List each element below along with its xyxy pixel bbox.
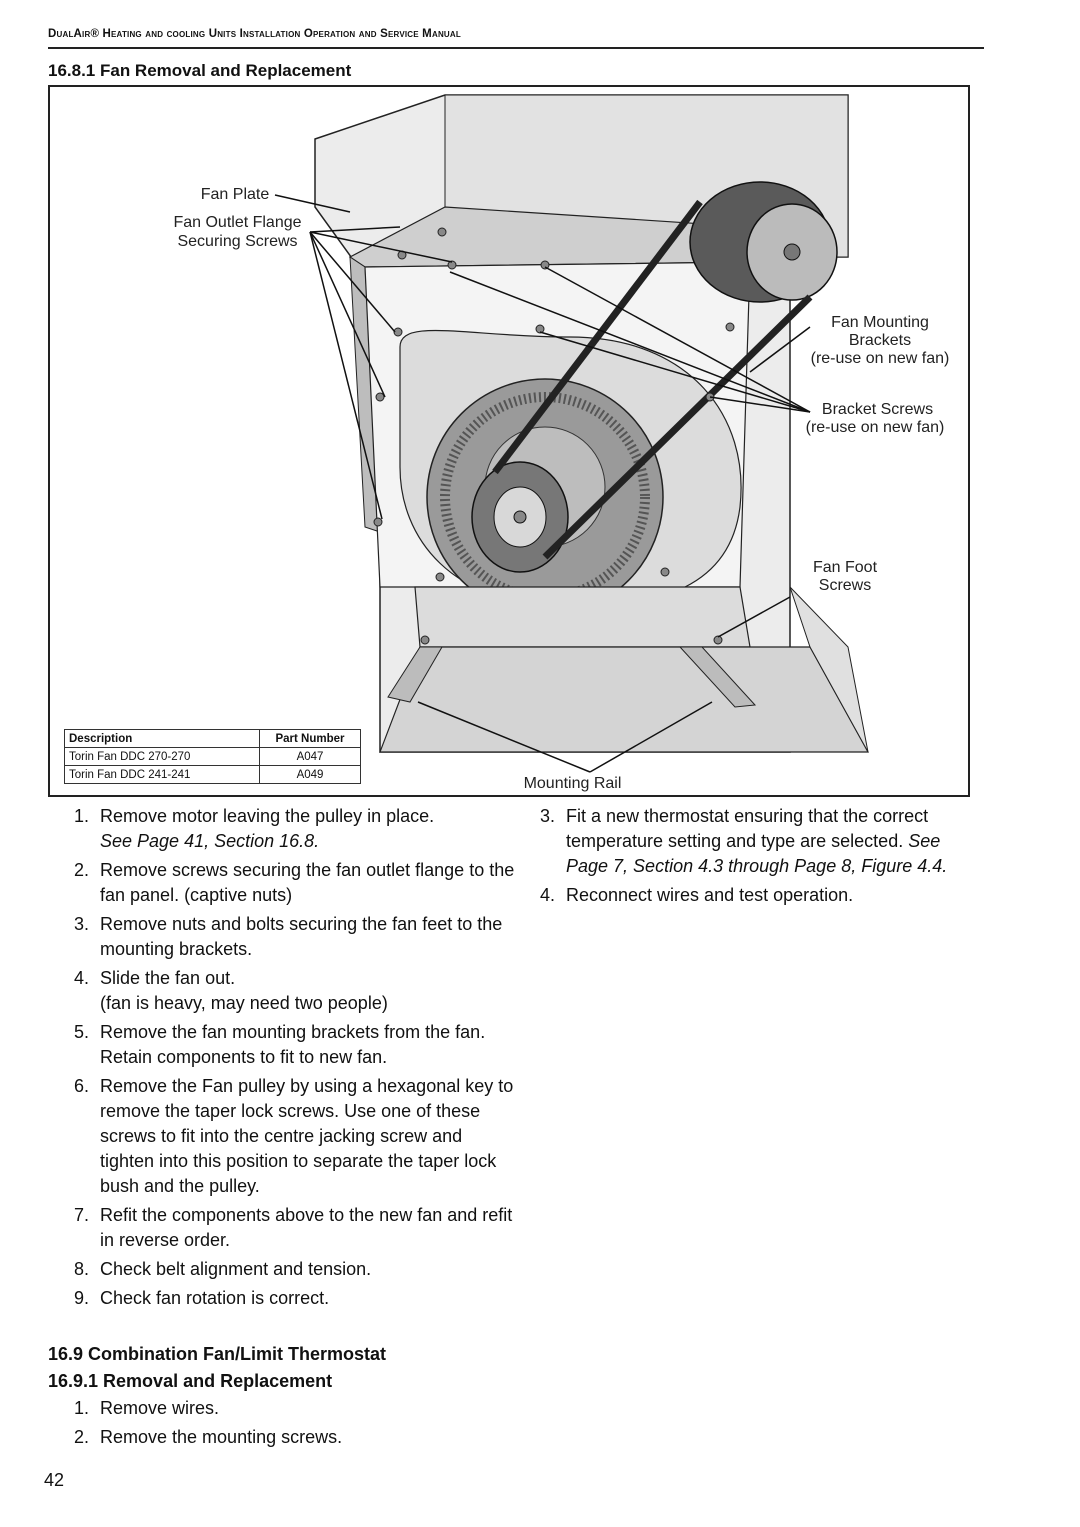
table-cell-part-number: A049 [259,765,361,784]
label-fan-outlet-flange: Fan Outlet Flange [173,214,302,231]
parts-table: Description Part Number Torin Fan DDC 27… [64,729,361,784]
list-item: 7.Refit the components above to the new … [74,1205,513,1250]
page-number: 42 [44,1470,65,1490]
label-mounting-rail: Mounting Rail [523,775,622,792]
label-fan-plate: Fan Plate [200,186,270,203]
cross-reference: See Page 7, Section 4.3 through Page 8, … [566,831,948,876]
label-bracket-screws: Bracket Screws [821,401,934,418]
list-item: 1.Remove motor leaving the pulley in pla… [74,806,435,851]
label-securing-screws: Securing Screws [177,233,298,250]
fan-removal-steps: 1.Remove motor leaving the pulley in pla… [56,804,516,1311]
running-header: DualAir® Heating and cooling Units Insta… [48,28,461,40]
left-column: 1.Remove motor leaving the pulley in pla… [56,804,516,1315]
header-rule [48,47,984,49]
fan-illustration [274,94,870,773]
list-item: 8.Check belt alignment and tension. [74,1259,372,1279]
list-item: 5.Remove the fan mounting brackets from … [74,1022,486,1067]
label-fan-foot: Fan Foot [812,559,878,576]
fan-figure: Fan Plate Fan Outlet Flange Securing Scr… [48,85,970,797]
table-row: Torin Fan DDC 241-241 A049 [64,765,361,784]
list-item: 3.Remove nuts and bolts securing the fan… [74,914,503,959]
list-item: 6.Remove the Fan pulley by using a hexag… [74,1076,514,1196]
thermostat-steps-left: 1.Remove wires. 2.Remove the mounting sc… [56,1396,516,1454]
section-heading-16-9-1: 16.9.1 Removal and Replacement [48,1371,333,1391]
label-fan-mounting: Fan Mounting [831,314,929,331]
table-cell-part-number: A047 [259,747,361,766]
list-item: 3.Fit a new thermostat ensuring that the… [540,806,948,876]
list-item: 9.Check fan rotation is correct. [74,1288,330,1308]
cross-reference: See Page 41, Section 16.8. [100,831,320,851]
list-item: 2.Remove screws securing the fan outlet … [74,860,515,905]
label-reuse-screws: (re-use on new fan) [805,419,945,436]
section-heading-16-9: 16.9 Combination Fan/Limit Thermostat [48,1344,387,1364]
label-screws: Screws [818,577,872,594]
list-item: 1.Remove wires. [74,1398,220,1418]
table-row: Torin Fan DDC 270-270 A047 [64,747,361,766]
list-item: 2.Remove the mounting screws. [74,1427,343,1447]
table-header-description: Description [64,729,260,748]
list-item: 4.Reconnect wires and test operation. [540,885,854,905]
section-title: 16.8.1 Fan Removal and Replacement [48,61,352,80]
label-reuse-brackets: (re-use on new fan) [810,350,950,367]
table-header-part-number: Part Number [259,729,361,748]
list-item: 4.Slide the fan out.(fan is heavy, may n… [74,968,388,1013]
table-header-row: Description Part Number [64,729,361,748]
right-column: 3.Fit a new thermostat ensuring that the… [522,804,982,912]
label-brackets: Brackets [848,332,912,349]
table-cell-description: Torin Fan DDC 270-270 [64,747,260,766]
step-note: (fan is heavy, may need two people) [100,993,388,1013]
table-cell-description: Torin Fan DDC 241-241 [64,765,260,784]
